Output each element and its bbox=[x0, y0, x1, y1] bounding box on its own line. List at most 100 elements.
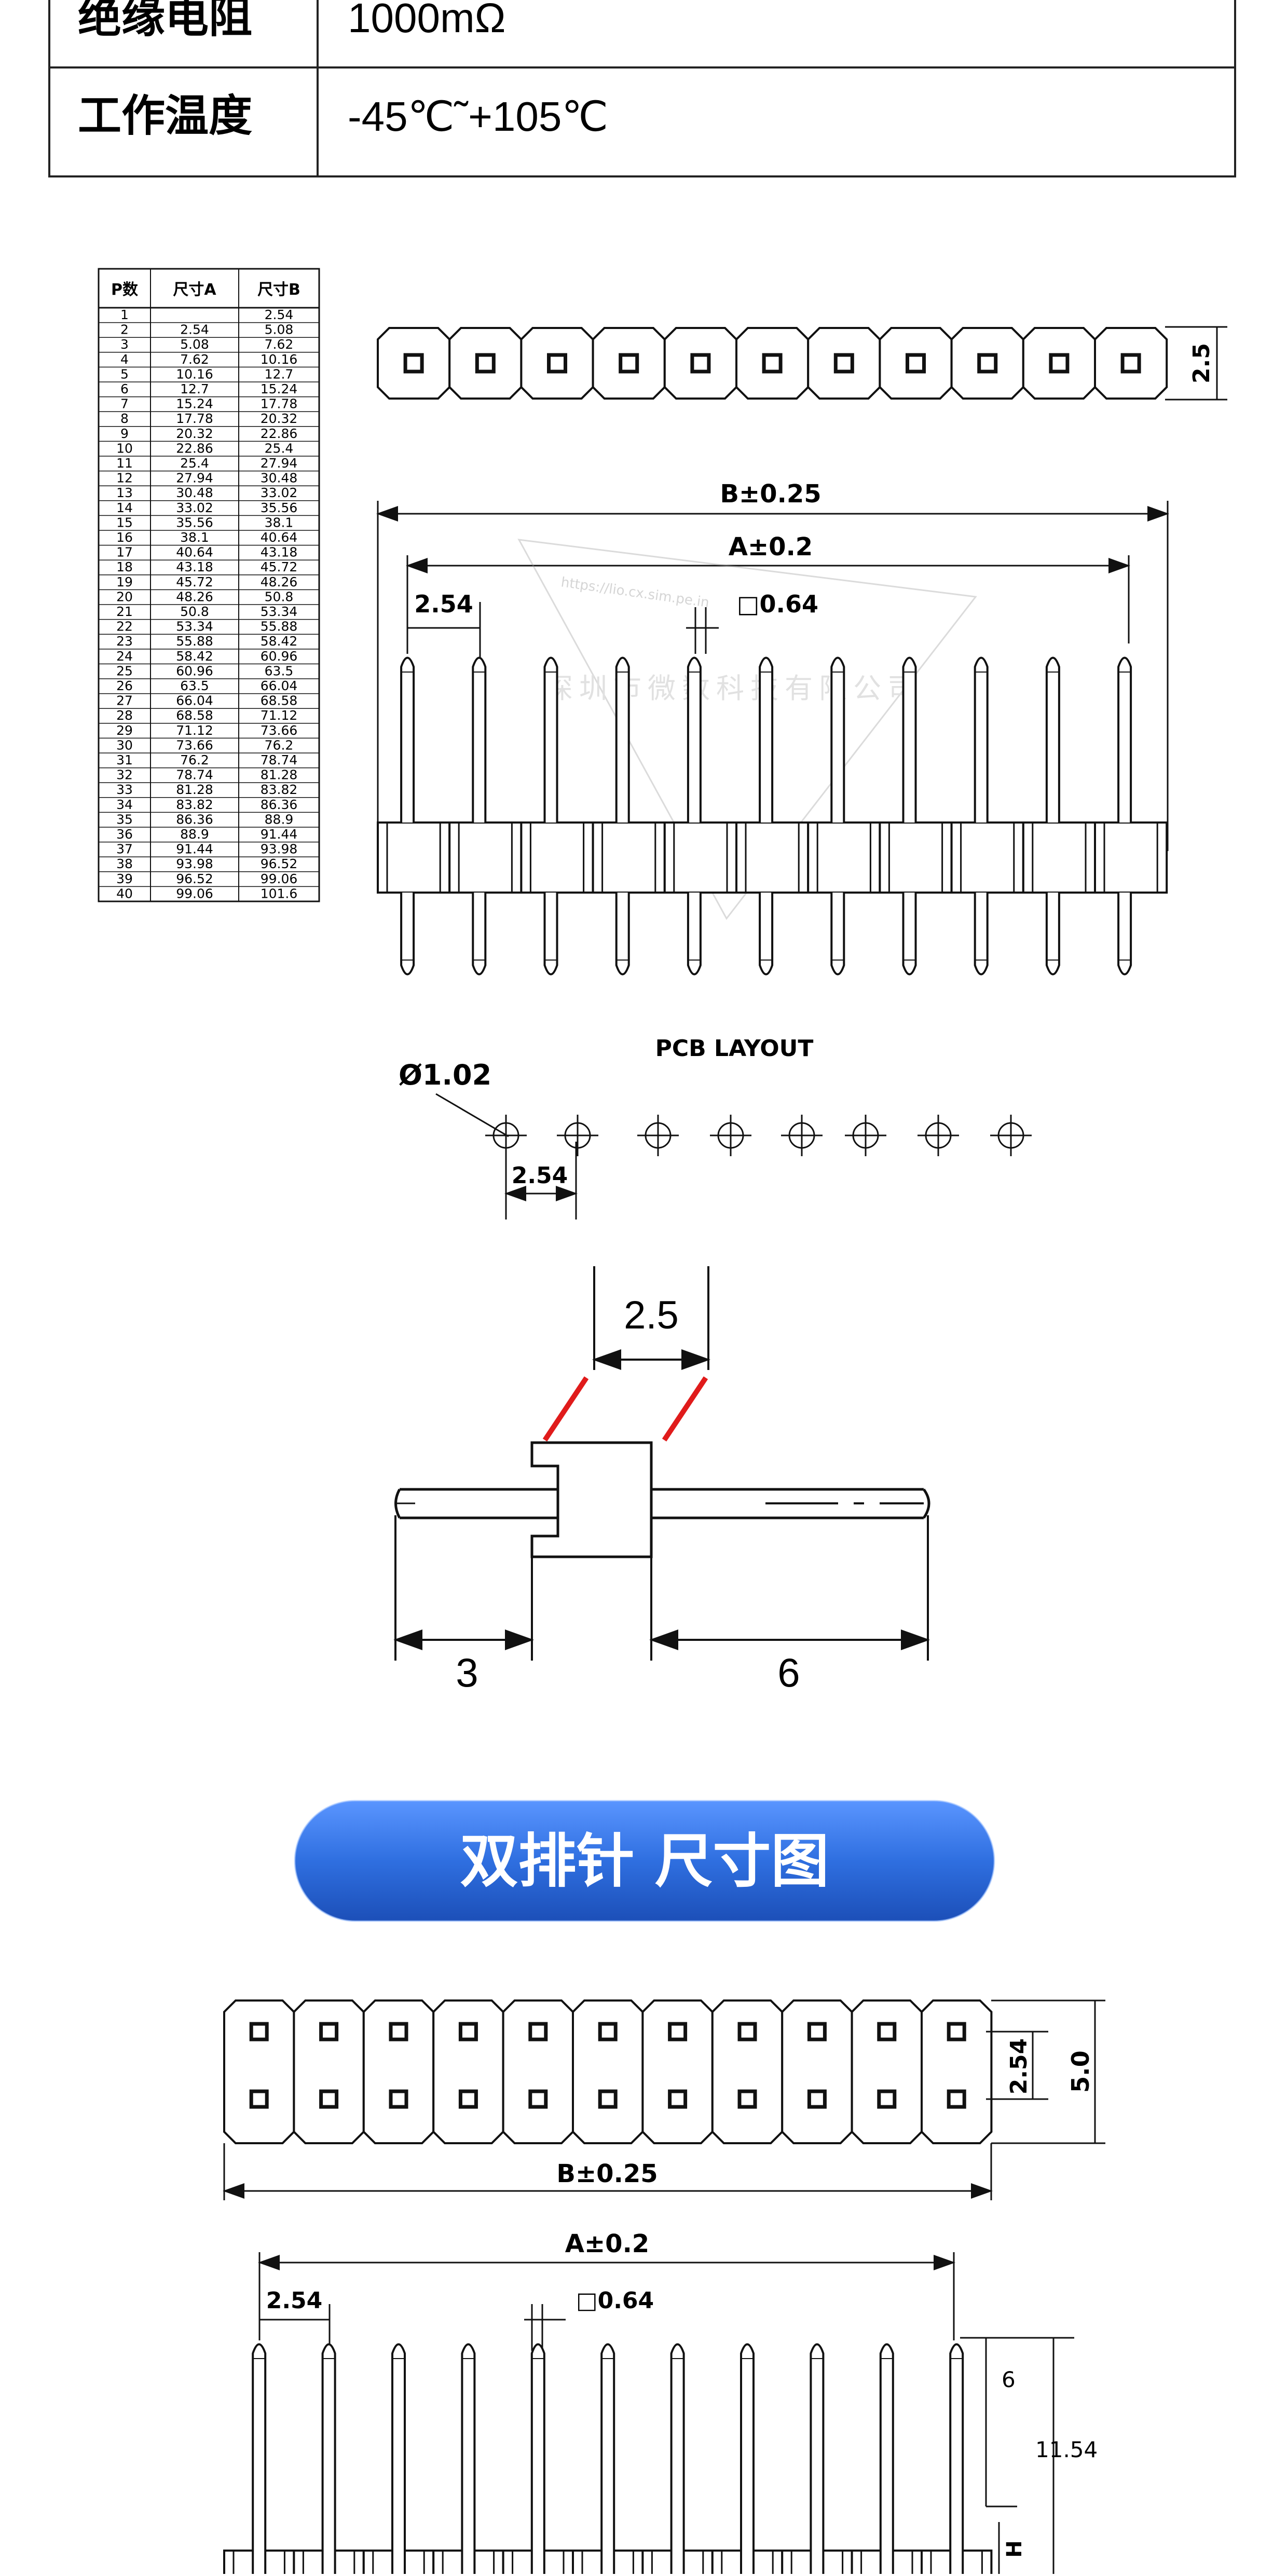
housing-cell bbox=[950, 821, 1024, 894]
pin-lower bbox=[543, 893, 558, 976]
pin-table-cell: 27.94 bbox=[261, 456, 298, 471]
double-pin bbox=[530, 2343, 545, 2574]
housing-cell bbox=[448, 821, 523, 894]
pin-upper bbox=[830, 656, 845, 823]
pin-table-cell: 10.16 bbox=[261, 352, 298, 367]
pin-table-cell: 40 bbox=[116, 886, 133, 901]
double-top-pin-square bbox=[389, 2089, 408, 2109]
pin-table-cell: 10.16 bbox=[176, 366, 213, 381]
pin-table-cell: 81.28 bbox=[176, 782, 213, 797]
pin-table-cell: 40.64 bbox=[261, 530, 298, 545]
pin-table-cell: 8 bbox=[120, 411, 129, 426]
double-row-front-view bbox=[223, 2343, 993, 2576]
dim-a-label: A±0.2 bbox=[729, 532, 813, 561]
pin-table-cell: 37 bbox=[116, 842, 133, 857]
pin-table-header: 尺寸B bbox=[257, 281, 300, 299]
pin-table-cell: 33 bbox=[116, 782, 133, 797]
pin-table-cell: 22.86 bbox=[176, 441, 213, 456]
double-pin bbox=[879, 2343, 894, 2574]
pin-table-cell: 55.88 bbox=[176, 634, 213, 649]
pin-lower bbox=[902, 893, 917, 976]
pin-table-cell: 96.52 bbox=[176, 871, 213, 886]
double-top-pin-square bbox=[668, 2089, 688, 2109]
pin-table-cell: 45.72 bbox=[176, 574, 213, 590]
pin-lower bbox=[687, 893, 702, 976]
double-pin bbox=[740, 2343, 755, 2574]
pin-table-cell: 73.66 bbox=[176, 737, 213, 752]
pin-lower bbox=[1045, 893, 1060, 976]
top-view-pin-square bbox=[762, 353, 783, 374]
top-view-pin-square bbox=[403, 353, 424, 374]
pin-table-cell: 71.12 bbox=[176, 723, 213, 738]
pin-square-label: □0.64 bbox=[737, 590, 818, 618]
pin-table-cell: 10 bbox=[116, 441, 133, 456]
double-top-pin-square bbox=[877, 2022, 897, 2041]
pin-table-cell: 91.44 bbox=[176, 842, 213, 857]
pin-table-cell: 39 bbox=[116, 871, 133, 886]
pin-table-cell: 101.6 bbox=[261, 886, 298, 901]
housing-cell bbox=[807, 821, 881, 894]
pin-upper bbox=[400, 656, 415, 823]
pin-table-cell: 99.06 bbox=[176, 886, 213, 901]
double-pin bbox=[949, 2343, 964, 2574]
pin-table-cell: 14 bbox=[116, 500, 133, 515]
pin-table-cell: 11 bbox=[116, 456, 133, 471]
side-dim-right-label: 6 bbox=[777, 1650, 800, 1695]
spec-label-temperature: 工作温度 bbox=[78, 90, 252, 141]
pin-table-cell: 15.24 bbox=[261, 381, 298, 396]
pin-lower bbox=[830, 893, 845, 976]
double-row-dims: 2.54 5.0 B±0.25 A±0.2 2.54 □0.64 6 11.54… bbox=[223, 1999, 1105, 2574]
double-pitch-v-label: 2.54 bbox=[1006, 2038, 1032, 2095]
pin-table-cell: 5 bbox=[120, 366, 129, 381]
pin-table-cell: 20.32 bbox=[261, 411, 298, 426]
double-top-cell bbox=[711, 1999, 784, 2144]
dim-pin-square-single: □0.64 bbox=[686, 590, 818, 654]
pin-upper bbox=[687, 656, 702, 823]
pin-upper bbox=[472, 656, 487, 823]
double-top-pin-square bbox=[249, 2022, 269, 2041]
pin-table-cell: 66.04 bbox=[261, 678, 298, 693]
pin-table-cell: 43.18 bbox=[261, 545, 298, 560]
pin-lower bbox=[759, 893, 774, 976]
spec-value-temperature: -45℃˜+105℃ bbox=[348, 93, 608, 140]
pin-table-cell: 96.52 bbox=[261, 856, 298, 871]
pin-table-cell: 22 bbox=[116, 619, 133, 634]
pin-table-cell: 17 bbox=[116, 545, 133, 560]
pin-table-cell: 38 bbox=[116, 856, 133, 871]
pin-table-cell: 33.02 bbox=[261, 485, 298, 500]
pin-upper bbox=[759, 656, 774, 823]
pcb-layout: PCB LAYOUT Ø1.02 2.54 bbox=[399, 1035, 1032, 1220]
pin-table-cell: 25 bbox=[116, 663, 133, 678]
double-top-pin-square bbox=[598, 2089, 618, 2109]
double-dim-a-label: A±0.2 bbox=[565, 2229, 649, 2258]
pin-table-cell: 88.9 bbox=[180, 827, 209, 842]
double-top-cell bbox=[921, 1999, 993, 2144]
pin-table-cell: 30.48 bbox=[176, 485, 213, 500]
double-top-pin-square bbox=[598, 2022, 618, 2041]
pin-table-cell: 58.42 bbox=[261, 634, 298, 649]
double-height-label: 5.0 bbox=[1066, 2050, 1094, 2093]
pin-table-cell: 78.74 bbox=[261, 752, 298, 768]
pin-table-cell: 12 bbox=[116, 471, 133, 486]
pin-table-cell: 27 bbox=[116, 693, 133, 708]
pin-table-cell: 86.36 bbox=[176, 812, 213, 827]
pin-table-cell: 15 bbox=[116, 515, 133, 530]
double-top-pin-square bbox=[947, 2022, 966, 2041]
pin-table-cell: 23 bbox=[116, 634, 133, 649]
side-dim-left-label: 3 bbox=[456, 1650, 478, 1695]
pin-table-cell: 20.32 bbox=[176, 426, 213, 441]
pin-table-cell: 17.78 bbox=[261, 396, 298, 412]
double-pin bbox=[810, 2343, 825, 2574]
pin-table-cell: 30 bbox=[116, 737, 133, 752]
double-pitch-label: 2.54 bbox=[266, 2287, 323, 2314]
double-pin bbox=[670, 2343, 685, 2574]
pin-upper bbox=[974, 656, 989, 823]
top-view-pin-square bbox=[619, 353, 639, 374]
pin-table-cell: 19 bbox=[116, 574, 133, 590]
double-top-pin-square bbox=[458, 2022, 478, 2041]
pin-table-cell: 3 bbox=[120, 337, 129, 352]
double-top-pin-square bbox=[389, 2022, 408, 2041]
pin-table-cell: 83.82 bbox=[176, 797, 213, 812]
top-view-pin-square bbox=[1120, 353, 1141, 374]
